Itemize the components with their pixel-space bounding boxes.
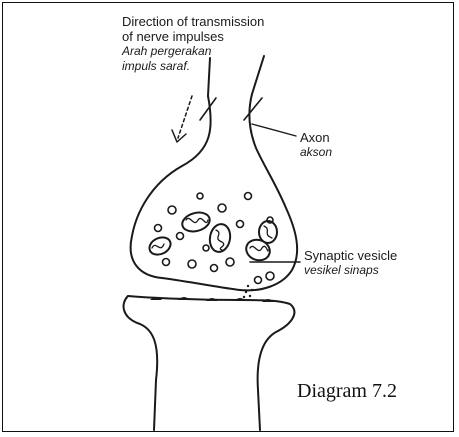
- synaptic-cleft-dots: [243, 285, 253, 298]
- axon-label-ms: akson: [300, 145, 332, 160]
- direction-arrow-line: [178, 96, 192, 138]
- postsynaptic-membrane-right: [128, 296, 294, 430]
- direction-label-en-line1: Direction of transmission: [122, 14, 264, 29]
- presynaptic-terminal: [131, 94, 298, 290]
- diagram-caption: Diagram 7.2: [297, 380, 397, 403]
- vesicle-label-en: Synaptic vesicle: [304, 248, 397, 263]
- vesicle-label-ms: vesikel sinaps: [304, 263, 379, 278]
- axon-pointer-line: [252, 124, 296, 136]
- mitochondria: [147, 210, 277, 264]
- axon-right-edge: [252, 56, 264, 94]
- postsynaptic-membrane: [124, 296, 158, 430]
- axon-left-edge: [208, 58, 210, 96]
- axon-cut-right: [244, 98, 262, 120]
- direction-label-en-line2: of nerve impulses: [122, 29, 224, 44]
- direction-label-ms-line2: impuls saraf.: [122, 59, 190, 74]
- direction-label-ms-line1: Arah pergerakan: [122, 44, 211, 59]
- axon-label-en: Axon: [300, 130, 330, 145]
